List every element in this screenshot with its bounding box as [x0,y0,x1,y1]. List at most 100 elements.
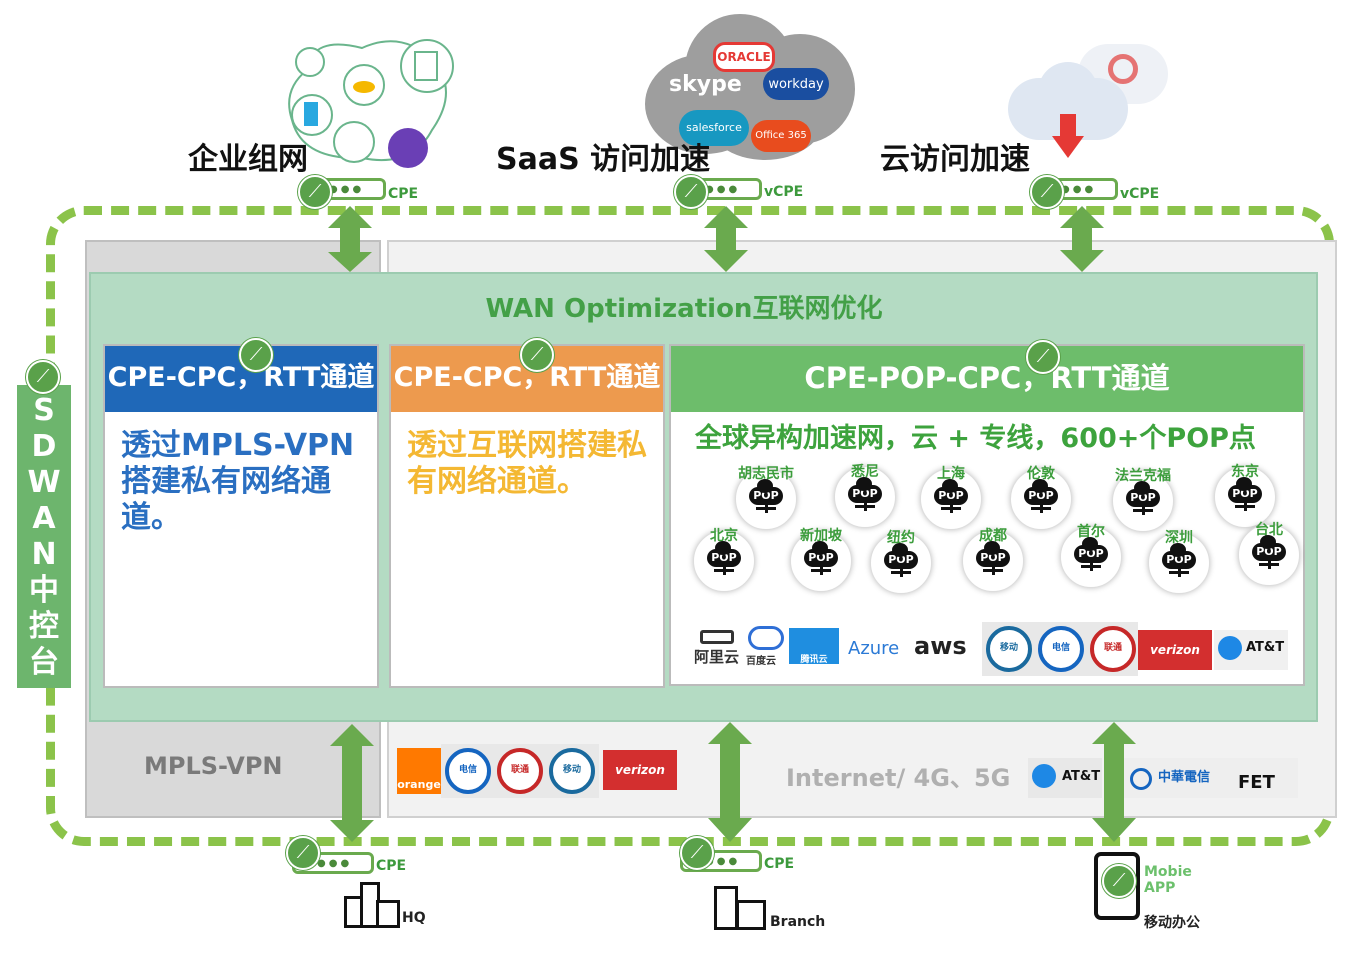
china-unicom-label: 联通 [510,765,529,775]
pop-city-label: 悉尼 [851,464,879,480]
hq-building-icon [376,900,400,928]
aliyun-mark-icon [700,630,734,644]
vcpe-label: vCPE [764,184,804,200]
azure-logo: Azure [848,638,900,659]
pop-city-label: 台北 [1255,522,1283,538]
pop-city-label: 纽约 [887,530,915,546]
network-diagram-icon [288,39,454,168]
cht-logo: 中華電信 [1158,770,1211,785]
sdwan-char: D [31,429,57,464]
china-mobile-logo: 移动 [986,626,1032,672]
pop-cloud-icon: POP [1024,479,1058,505]
sdwan-controller-label: S D W A N 中 控 台 [17,385,71,688]
hq-label: HQ [402,910,426,926]
att-logo: AT&T [1246,640,1285,655]
pop-cloud-icon: POP [884,543,918,569]
china-unicom-logo: 联通 [497,748,543,794]
internet-label: Internet/ 4G、5G [786,764,1011,792]
pop-cloud-icon: POP [1162,543,1196,569]
china-telecom-label: 电信 [458,765,477,775]
verizon-logo: verizon [603,750,677,790]
pop-panel-subtitle: 全球异构加速网，云 + 专线，600+个POP点 [695,423,1256,454]
pop-city-label: 上海 [937,466,965,482]
pop-cloud-icon: POP [1074,537,1108,563]
cpe-leaf-icon: ⟋ [298,175,332,209]
panel-leaf-icon: ⟋ [1026,340,1060,374]
vcpe-leaf-icon: ⟋ [1030,175,1064,209]
pop-city-label: 新加坡 [800,528,842,544]
cpe-label: CPE [388,186,419,202]
sdwan-char: 控 [29,609,59,644]
cht-globe-icon [1130,768,1152,790]
att-globe-icon [1218,636,1242,660]
pop-city-label: 法兰克福 [1115,468,1171,484]
mobile-app-leaf-icon: ⟋ [1102,864,1136,898]
pop-city-label: 胡志民市 [738,466,794,482]
enterprise-network-graphic [282,30,462,170]
mpls-panel-body: 透过MPLS-VPN搭建私有网络通道。 [121,428,355,535]
cpe-branch-label: CPE [764,856,795,872]
fet-logo: FET [1238,772,1275,793]
cloud-access-graphic [1008,40,1178,170]
sdwan-char: 台 [29,645,59,680]
saas-cloud-graphic: ORACLE skype workday salesforce Office 3… [645,14,855,160]
sdwan-char: 中 [29,573,59,608]
wan-optimization-title: WAN Optimization互联网优化 [485,294,883,324]
sdwan-leaf-icon: ⟋ [26,360,60,394]
saas-access-title: SaaS 访问加速 [496,142,711,177]
pop-cloud-icon: POP [707,541,741,567]
pop-cloud-icon: POP [934,479,968,505]
att-logo: AT&T [1062,769,1101,784]
cht-fet-block [1124,758,1298,798]
china-unicom-logo: 联通 [1090,626,1136,672]
branch-label: Branch [770,914,826,930]
sync-icon [1108,54,1138,84]
panel-leaf-icon: ⟋ [239,338,273,372]
baiduyun-logo: 百度云 [746,656,776,667]
pop-city-label: 成都 [979,528,1007,544]
pop-cloud-icon: POP [1126,481,1160,507]
orange-logo: orange [397,748,441,794]
att-globe-icon [1032,764,1056,788]
pop-city-label: 深圳 [1165,530,1193,546]
workday-logo: workday [763,68,829,100]
pop-cloud-icon: POP [976,541,1010,567]
mobile-office-label: 移动办公 [1144,915,1200,931]
baiduyun-mark-icon [748,626,784,650]
branch-building-icon [714,886,738,930]
vcpe-leaf-icon: ⟋ [674,175,708,209]
pop-cloud-icon: POP [749,479,783,505]
aws-logo: aws [914,632,967,660]
tencentcloud-label: 腾讯云 [800,655,828,665]
skype-logo: skype [669,72,742,97]
pop-panel-header: CPE-POP-CPC，RTT通道 [671,346,1303,412]
china-mobile-label: 移动 [999,643,1018,653]
mpls-vpn-label: MPLS-VPN [144,752,283,780]
cpe-leaf-icon: ⟋ [286,836,320,870]
orange-label: orange [397,778,441,791]
pop-cloud-icon: POP [804,541,838,567]
pop-city-label: 伦敦 [1027,466,1055,482]
mobile-app-label: Mobie APP [1144,864,1192,896]
china-mobile-label: 移动 [562,765,581,775]
pop-city-label: 东京 [1231,464,1259,480]
enterprise-network-title: 企业组网 [188,142,308,177]
sdwan-char: N [31,537,57,572]
tencentcloud-logo: 腾讯云 [789,628,839,665]
panel-leaf-icon: ⟋ [520,338,554,372]
pop-cloud-icon: POP [1228,477,1262,503]
download-arrow-icon [1060,114,1076,138]
office365-logo: Office 365 [751,120,811,152]
mpls-panel: CPE-CPC，RTT通道 透过MPLS-VPN搭建私有网络通道。 [103,344,379,688]
sdwan-char: W [27,465,61,500]
